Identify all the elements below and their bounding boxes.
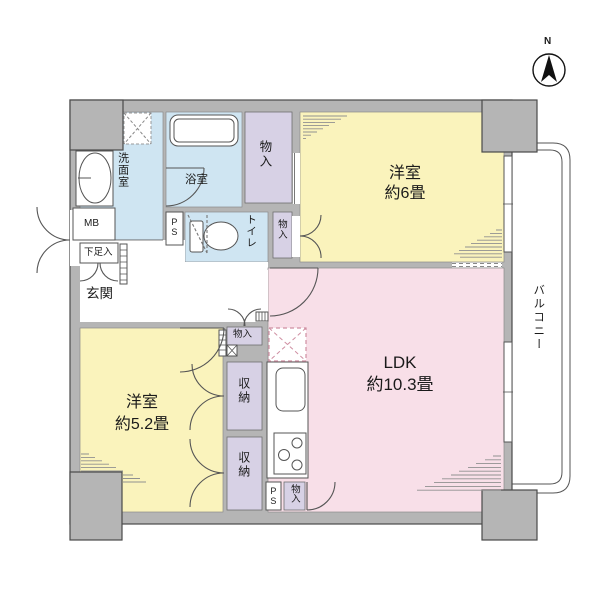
- washroom-label: 洗面室: [116, 152, 129, 188]
- shoe-cabinet-label: 下足入: [84, 247, 113, 258]
- closet-hall-floor: [226, 326, 263, 346]
- hatch-box: [226, 344, 238, 357]
- stove: [273, 432, 307, 475]
- step-hatches: [119, 243, 269, 357]
- closet-hall-label: 物入: [233, 329, 253, 340]
- toilet-label: トイレ: [245, 214, 258, 249]
- doors: [36, 167, 336, 511]
- storage-lower-floor: [226, 436, 263, 511]
- kitchen-counter: [266, 361, 309, 479]
- washroom-sink: [75, 150, 114, 207]
- pipe-space-2-label: PS: [268, 486, 279, 506]
- north-arrow-icon: [541, 55, 557, 82]
- structural-pillars: [69, 99, 538, 541]
- pipe-space-2-box: [265, 481, 282, 511]
- shoe-cabinet-box: [79, 242, 119, 264]
- bedroom52-size: 約5.2畳: [114, 416, 170, 433]
- storage-lower-label: 収納: [236, 451, 251, 479]
- closet-top-floor: [244, 111, 293, 204]
- closet-bottom-box: [283, 481, 306, 511]
- meter-box: [72, 207, 116, 241]
- toilet-bowl: [189, 220, 239, 253]
- north-label: N: [544, 36, 552, 47]
- north-compass: [532, 53, 566, 87]
- closet-mid-label: 物入: [275, 219, 287, 240]
- bedroom6-name: 洋室: [388, 165, 421, 182]
- meter-box-label: MB: [84, 218, 99, 229]
- washing-machine-pan: [123, 112, 152, 145]
- storage-upper-floor: [226, 361, 263, 431]
- closet-top-label: 物入: [257, 140, 272, 169]
- balcony-outline: [509, 142, 571, 494]
- storage-upper-label: 収納: [236, 377, 251, 405]
- ldk-name: LDK: [383, 353, 417, 372]
- refrigerator-space: [268, 327, 307, 362]
- closet-bottom-label: 物入: [288, 484, 300, 503]
- bedroom6-size: 約6畳: [384, 185, 426, 202]
- corner-hatching: [81, 115, 502, 491]
- bathroom-label: 浴室: [185, 174, 208, 186]
- bedroom52-name: 洋室: [125, 394, 158, 411]
- bathtub: [169, 114, 239, 147]
- ldk-size: 約10.3畳: [366, 375, 434, 394]
- entrance-label: 玄関: [86, 286, 113, 301]
- pipe-space-1-label: PS: [169, 217, 180, 237]
- fixtures: [72, 112, 309, 511]
- pipe-space-1-box: [165, 211, 184, 246]
- balcony-label: バルコニー: [532, 284, 545, 352]
